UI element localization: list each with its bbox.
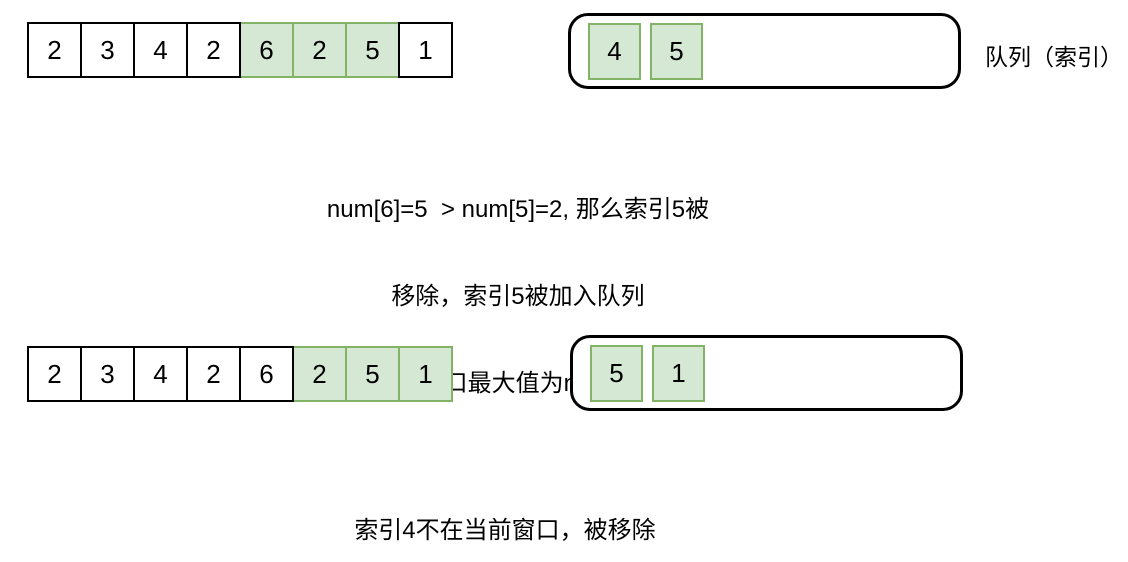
- array-cell: 4: [133, 22, 188, 78]
- queue-cell: 4: [588, 22, 641, 80]
- queue-cell: 1: [652, 344, 705, 402]
- array-cell: 6: [239, 346, 294, 402]
- array-cell: 2: [186, 346, 241, 402]
- array-cell: 2: [186, 22, 241, 78]
- queue-cell: 5: [590, 344, 643, 402]
- array-cell: 5: [345, 346, 400, 402]
- array-cell: 2: [27, 22, 82, 78]
- array-cell: 3: [80, 346, 135, 402]
- array-cell: 1: [398, 22, 453, 78]
- array-cell: 6: [239, 22, 294, 78]
- array-cell: 1: [398, 346, 453, 402]
- queue-label: 队列（索引）: [985, 44, 1123, 70]
- array-cell: 4: [133, 346, 188, 402]
- caption-step1-line2: 移除，索引5被加入队列: [391, 283, 645, 310]
- array-cell: 2: [292, 346, 347, 402]
- caption-step2: 索引4不在当前窗口，被移除 1<num[5]=5,1的索引值6被加入队列 当前窗…: [225, 456, 785, 562]
- array-cell: 2: [292, 22, 347, 78]
- array-cell: 2: [27, 346, 82, 402]
- array-cell: 5: [345, 22, 400, 78]
- queue-cell: 5: [650, 22, 703, 80]
- array-cell: 3: [80, 22, 135, 78]
- caption-step1-line1: num[6]=5 > num[5]=2, 那么索引5被: [326, 196, 710, 223]
- caption-step2-line1: 索引4不在当前窗口，被移除: [354, 517, 656, 544]
